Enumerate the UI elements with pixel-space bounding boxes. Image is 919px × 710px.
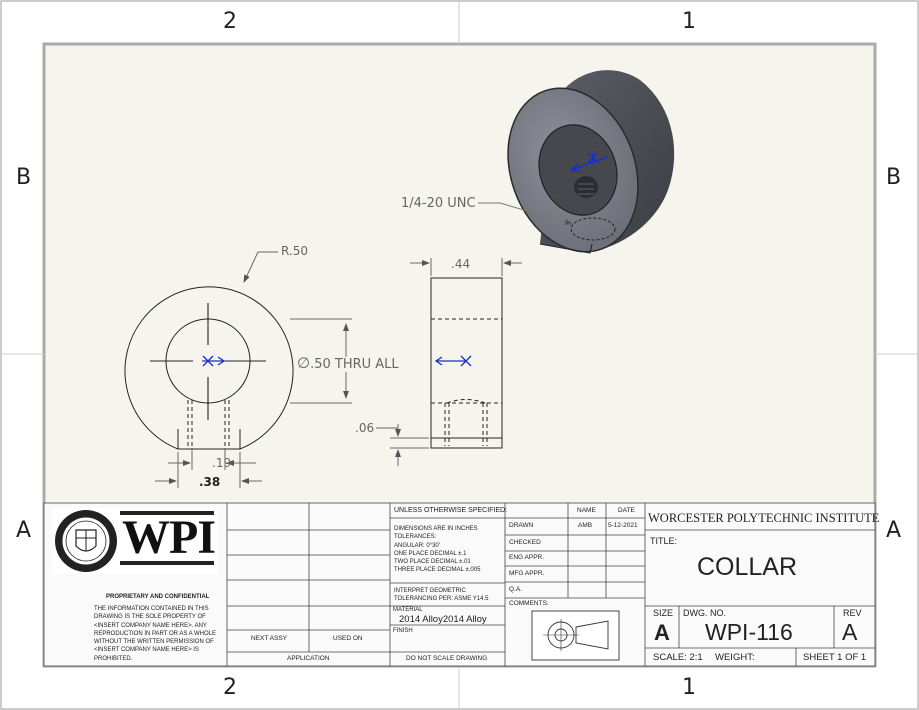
approval-row-label: Q.A. xyxy=(509,586,523,593)
slot-edge xyxy=(539,243,593,254)
diameter-symbol-icon: ∅ xyxy=(297,354,311,372)
interpret-line: TOLERANCING PER: ASME Y14.5 xyxy=(394,596,489,602)
side-origin-marker xyxy=(460,355,472,367)
proprietary-line: <INSERT COMPANY NAME HERE> IS xyxy=(94,647,199,654)
proprietary-heading: PROPRIETARY AND CONFIDENTIAL xyxy=(106,594,210,600)
proprietary-line: DRAWING IS THE SOLE PROPERTY OF xyxy=(94,614,206,621)
width-callout: .44 xyxy=(451,257,471,271)
name-header: NAME xyxy=(577,507,596,514)
thumbnail-view xyxy=(531,610,620,661)
radius-callout: R.50 xyxy=(281,244,308,258)
approval-row-label: MFG APPR. xyxy=(509,570,545,577)
zone-label-right: A xyxy=(886,518,902,543)
approval-row-label: ENG APPR. xyxy=(509,554,545,561)
proprietary-line: WITHOUT THE WRITTEN PERMISSION OF xyxy=(94,639,214,646)
approval-row-label: DRAWN xyxy=(509,522,534,529)
dwg-no-value: WPI-116 xyxy=(705,619,793,645)
step-callout: .06 xyxy=(355,421,375,435)
sheet-label: SHEET 1 OF 1 xyxy=(803,652,867,663)
thread-leader xyxy=(478,202,573,225)
rev-value: A xyxy=(842,619,858,645)
front-center-marks xyxy=(150,303,266,420)
zone-label-top: 1 xyxy=(682,9,696,34)
axis-arrow xyxy=(570,163,580,172)
interpret-block: INTERPRET GEOMETRIC TOLERANCING PER: ASM… xyxy=(394,587,488,603)
tolerance-line: THREE PLACE DECIMAL ±.005 xyxy=(394,567,481,574)
weight-label: WEIGHT: xyxy=(715,652,755,663)
proprietary-line: <INSERT COMPANY NAME HERE>. ANY xyxy=(94,622,207,629)
axis-line xyxy=(570,156,608,171)
side-view xyxy=(430,277,503,449)
side-outline xyxy=(430,277,503,449)
drawing-title: COLLAR xyxy=(697,553,798,581)
approval-row-label: CHECKED xyxy=(509,539,541,546)
zone-label-left: A xyxy=(16,518,32,543)
next-assy-label: NEXT ASSY xyxy=(251,635,288,642)
tolerance-line: DIMENSIONS ARE IN INCHES xyxy=(394,526,478,532)
thumbnail-side-profile xyxy=(575,620,609,650)
threaded-hole xyxy=(574,176,598,198)
bore-callout: ∅.50 THRU ALL xyxy=(297,354,399,372)
zone-label-bottom: 2 xyxy=(223,675,237,700)
tolerance-line: ONE PLACE DECIMAL ±.1 xyxy=(394,550,467,557)
material-value: 2014 Alloy2014 Alloy xyxy=(399,614,487,625)
finish-label: FINISH xyxy=(393,628,413,634)
thread-lines xyxy=(578,183,594,195)
tolerance-line: ANGULAR: 0°30' xyxy=(394,542,440,549)
isometric-view xyxy=(507,70,675,254)
side-axis-arrow xyxy=(434,356,466,366)
proprietary-line: REPRODUCTION IN PART OR AS A WHOLE xyxy=(94,630,217,637)
wpi-logo-text: WPI xyxy=(122,511,216,564)
proprietary-notice: THE INFORMATION CONTAINED IN THIS DRAWIN… xyxy=(94,605,216,663)
zone-label-bottom: 1 xyxy=(682,675,696,700)
front-axis-arrow xyxy=(202,356,226,366)
front-outer-profile xyxy=(124,286,294,450)
side-dimensions xyxy=(376,258,522,466)
unless-specified-label: UNLESS OTHERWISE SPECIFIED: xyxy=(394,507,508,514)
front-view xyxy=(124,286,294,450)
material-label: MATERIAL xyxy=(393,607,423,613)
date-header: DATE xyxy=(618,507,635,514)
rev-label: REV xyxy=(843,608,862,618)
institute-name: WORCESTER POLYTECHNIC INSTITUTE xyxy=(648,511,880,525)
tolerances-block: DIMENSIONS ARE IN INCHES TOLERANCES: ANG… xyxy=(394,525,480,575)
size-label: SIZE xyxy=(653,608,674,618)
side-hidden-lines xyxy=(431,318,502,446)
front-dimensions xyxy=(155,251,352,488)
hidden-hole-outline xyxy=(570,217,616,241)
bore-callout-text: .50 THRU ALL xyxy=(310,357,399,372)
used-on-label: USED ON xyxy=(333,635,363,642)
wpi-logo xyxy=(52,508,218,574)
collar-bore xyxy=(538,124,618,216)
scale-label: SCALE: 2:1 xyxy=(653,652,703,663)
front-origin-marker xyxy=(202,355,214,367)
application-label: APPLICATION xyxy=(287,655,330,662)
tolerance-line: TWO PLACE DECIMAL ±.01 xyxy=(394,559,471,566)
size-value: A xyxy=(654,620,670,645)
interpret-line: INTERPRET GEOMETRIC xyxy=(394,588,466,594)
proprietary-line: THE INFORMATION CONTAINED IN THIS xyxy=(94,606,209,612)
comments-label: COMMENTS: xyxy=(509,600,549,607)
thread-callout: 1/4-20 UNC xyxy=(401,196,476,211)
front-hidden-lines xyxy=(187,400,230,447)
tolerance-line: TOLERANCES: xyxy=(394,534,437,541)
zone-label-left: B xyxy=(16,165,32,190)
zone-label-right: B xyxy=(886,165,902,190)
title-label: TITLE: xyxy=(650,536,678,546)
radius-leader xyxy=(243,251,278,283)
approval-row-date: 5-12-2021 xyxy=(608,522,638,529)
slot-outer-callout: .38 xyxy=(199,475,221,489)
thumbnail-frame xyxy=(531,610,620,661)
slot-inner-callout: .19 xyxy=(212,456,232,470)
approval-row-name: AMB xyxy=(578,522,593,529)
origin-marker xyxy=(587,151,599,165)
dwg-no-label: DWG. NO. xyxy=(683,608,726,618)
zone-label-top: 2 xyxy=(223,9,237,34)
do-not-scale-label: DO NOT SCALE DRAWING xyxy=(406,655,488,662)
proprietary-line: PROHIBITED. xyxy=(94,655,133,662)
